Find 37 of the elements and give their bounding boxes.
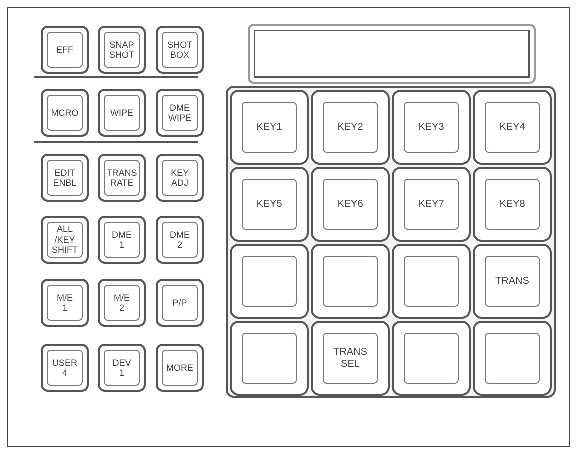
blank-key	[473, 321, 552, 396]
key-button: M/E 2	[98, 279, 146, 327]
display-window	[248, 24, 536, 84]
key-pad-frame	[226, 86, 556, 398]
key-button: TRANS SEL	[311, 321, 390, 396]
key-button: KEY4	[473, 90, 552, 165]
key-button: KEY6	[311, 167, 390, 242]
key-button: ALL /KEY SHIFT	[41, 216, 89, 264]
blank-key	[230, 321, 309, 396]
key-button: KEY1	[230, 90, 309, 165]
blank-key	[230, 244, 309, 319]
key-button: DEV 1	[98, 344, 146, 392]
key-button: KEY8	[473, 167, 552, 242]
key-button: KEY ADJ	[156, 154, 204, 202]
key-button: MCRO	[41, 89, 89, 137]
key-button: DME WIPE	[156, 89, 204, 137]
key-button: P/P	[156, 279, 204, 327]
key-button: WIPE	[98, 89, 146, 137]
key-button: SNAP SHOT	[98, 26, 146, 74]
key-button: MORE	[156, 344, 204, 392]
blank-key	[311, 244, 390, 319]
key-button: TRANS	[473, 244, 552, 319]
key-button: KEY7	[392, 167, 471, 242]
key-button: M/E 1	[41, 279, 89, 327]
key-button: KEY2	[311, 90, 390, 165]
blank-key	[392, 321, 471, 396]
blank-key	[392, 244, 471, 319]
key-button: DME 1	[98, 216, 146, 264]
key-button: SHOT BOX	[156, 26, 204, 74]
key-button: USER 4	[41, 344, 89, 392]
control-panel	[7, 7, 570, 447]
key-button: KEY3	[392, 90, 471, 165]
key-button: EFF	[41, 26, 89, 74]
key-button: EDIT ENBL	[41, 154, 89, 202]
key-button: TRANS RATE	[98, 154, 146, 202]
key-button: DME 2	[156, 216, 204, 264]
key-button: KEY5	[230, 167, 309, 242]
